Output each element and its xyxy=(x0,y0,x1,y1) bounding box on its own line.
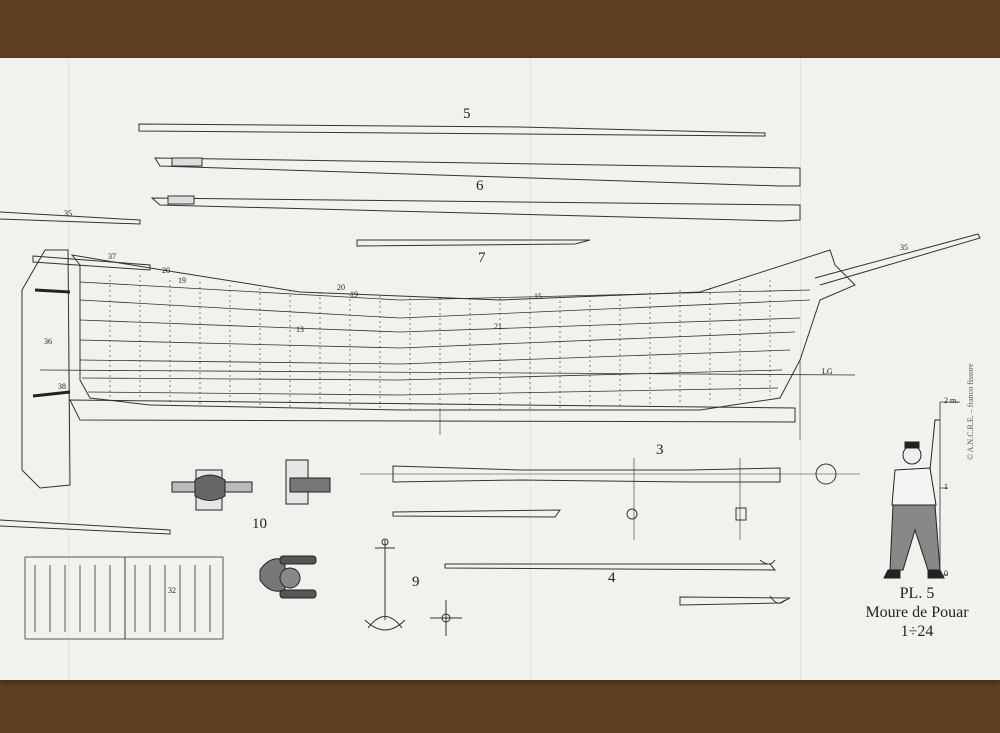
part-label-3: 3 xyxy=(656,442,664,458)
label-36: 36 xyxy=(44,337,52,346)
spar-35-left xyxy=(0,211,141,225)
part-label-4: 4 xyxy=(608,570,616,586)
label-15: 15 xyxy=(534,292,542,301)
label-35-left: 35 xyxy=(64,209,72,218)
sailor-figure xyxy=(883,419,945,579)
label-32: 32 xyxy=(168,586,176,595)
part-label-6: 6 xyxy=(476,178,484,194)
spar-5 xyxy=(138,123,766,137)
waterline xyxy=(39,369,856,376)
plate-scale: 1÷24 xyxy=(900,623,934,640)
credit-text: © A.N.C.R.E. – franco fissore xyxy=(966,363,975,460)
label-38: 38 xyxy=(58,382,66,391)
fittings-10 xyxy=(171,459,331,599)
plate-number: PL. 5 xyxy=(899,585,935,602)
keel xyxy=(69,399,796,423)
part-label-7: 7 xyxy=(478,250,486,266)
label-13: 13 xyxy=(296,325,304,334)
oar-6b xyxy=(150,197,801,222)
part-label-5: 5 xyxy=(463,106,471,122)
scale-label-1: 1 xyxy=(944,482,948,491)
tiller-37 xyxy=(32,255,151,271)
label-19-a: 19 xyxy=(178,276,186,285)
label-37: 37 xyxy=(108,252,116,261)
plate-name: Moure de Pouar xyxy=(865,604,969,621)
table-surface-bottom xyxy=(0,680,1000,733)
label-20-a: 20 xyxy=(162,266,170,275)
label-waterline: LG xyxy=(822,367,833,376)
spar-7 xyxy=(356,239,591,247)
table-surface-top xyxy=(0,0,1000,58)
part-label-10: 10 xyxy=(252,516,267,532)
grating-32 xyxy=(24,556,224,640)
boathook-4 xyxy=(444,563,777,571)
pole-3 xyxy=(392,465,781,483)
scale-label-2m: 2 m. xyxy=(944,396,959,405)
label-19-b: 19 xyxy=(350,290,358,299)
scale-label-0: 0 xyxy=(944,569,948,578)
label-20-b: 20 xyxy=(337,283,345,292)
oar-6a xyxy=(154,157,801,187)
anchor-9 xyxy=(364,538,462,636)
part-label-9: 9 xyxy=(412,574,420,590)
label-35-right: 35 xyxy=(900,243,908,252)
plate-title-block: PL. 5 Moure de Pouar 1÷24 xyxy=(852,584,982,641)
label-21: 21 xyxy=(494,322,502,331)
scale-bar xyxy=(939,401,960,576)
rudder-36 xyxy=(21,249,71,489)
bowsprit-35 xyxy=(814,233,981,286)
